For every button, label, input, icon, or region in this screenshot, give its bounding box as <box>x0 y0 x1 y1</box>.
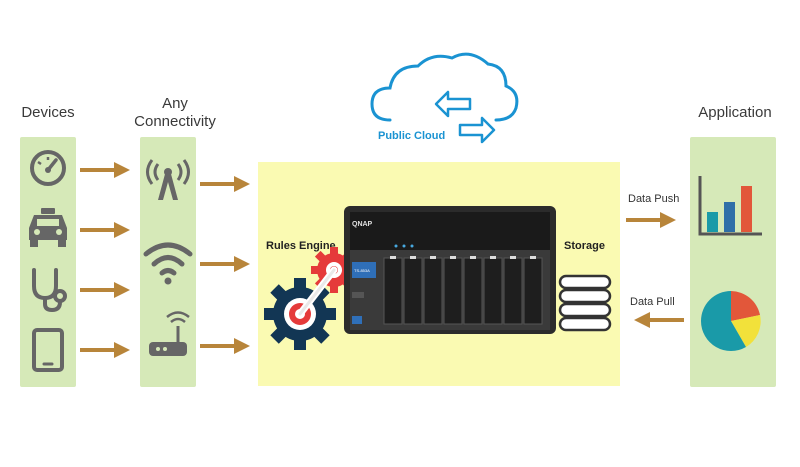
nas-device <box>344 206 556 334</box>
nas-screen-text: TS-853A <box>354 268 370 273</box>
speedometer-icon <box>30 150 66 186</box>
pie-chart-icon <box>701 291 761 352</box>
stethoscope-icon <box>32 268 67 313</box>
data-pull-label: Data Pull <box>630 296 675 308</box>
devices-panel <box>20 137 76 387</box>
data-push-label: Data Push <box>628 193 680 205</box>
rules-engine-label: Rules Engine <box>266 240 336 252</box>
application-heading: Application <box>698 104 772 121</box>
tablet-icon <box>32 328 64 372</box>
car-icon <box>29 208 67 247</box>
nas-brand-text: QNAP <box>352 221 373 228</box>
storage-label: Storage <box>564 240 605 252</box>
cell-tower-icon <box>146 159 190 200</box>
device-arrows <box>80 162 130 358</box>
connectivity-arrows <box>200 176 250 354</box>
public-cloud-label: Public Cloud <box>378 130 446 142</box>
router-icon <box>149 311 190 356</box>
wifi-icon <box>143 242 193 285</box>
connectivity-heading-line2: Connectivity <box>134 113 216 130</box>
database-icon <box>558 274 612 332</box>
connectivity-heading-line1: Any <box>162 95 188 112</box>
devices-heading: Devices <box>21 104 75 121</box>
bar-chart-icon <box>698 176 762 236</box>
cloud-icon <box>370 52 519 122</box>
sync-arrows-icon <box>434 90 496 144</box>
